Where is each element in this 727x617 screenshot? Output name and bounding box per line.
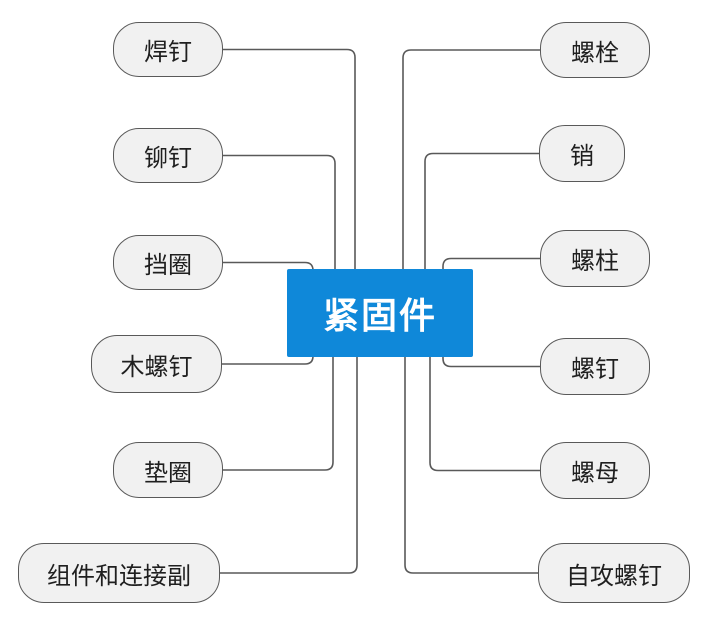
connector-bolt xyxy=(402,49,540,273)
node-retaining-ring[interactable]: 挡圈 xyxy=(113,235,223,290)
node-rivet[interactable]: 铆钉 xyxy=(113,128,223,183)
node-weld-stud[interactable]: 焊钉 xyxy=(113,22,223,77)
connector-pin xyxy=(424,152,539,273)
connector-screw xyxy=(442,352,540,368)
node-washer[interactable]: 垫圈 xyxy=(113,442,223,498)
connector-weld-stud xyxy=(223,48,356,273)
node-assembly-connection[interactable]: 组件和连接副 xyxy=(18,543,220,603)
node-stud[interactable]: 螺柱 xyxy=(540,230,650,287)
connector-assembly xyxy=(220,353,358,574)
root-node-fastener[interactable]: 紧固件 xyxy=(287,269,473,357)
node-pin[interactable]: 销 xyxy=(539,125,625,182)
connector-rivet xyxy=(223,154,336,273)
node-screw[interactable]: 螺钉 xyxy=(540,338,650,395)
connector-nut xyxy=(429,353,540,472)
node-bolt[interactable]: 螺栓 xyxy=(540,22,650,78)
connector-washer xyxy=(223,353,334,471)
node-wood-screw[interactable]: 木螺钉 xyxy=(91,335,222,393)
connector-self-tapping-screw xyxy=(404,353,538,574)
node-nut[interactable]: 螺母 xyxy=(540,442,650,499)
node-self-tapping-screw[interactable]: 自攻螺钉 xyxy=(538,543,690,603)
connector-stud xyxy=(442,257,540,274)
